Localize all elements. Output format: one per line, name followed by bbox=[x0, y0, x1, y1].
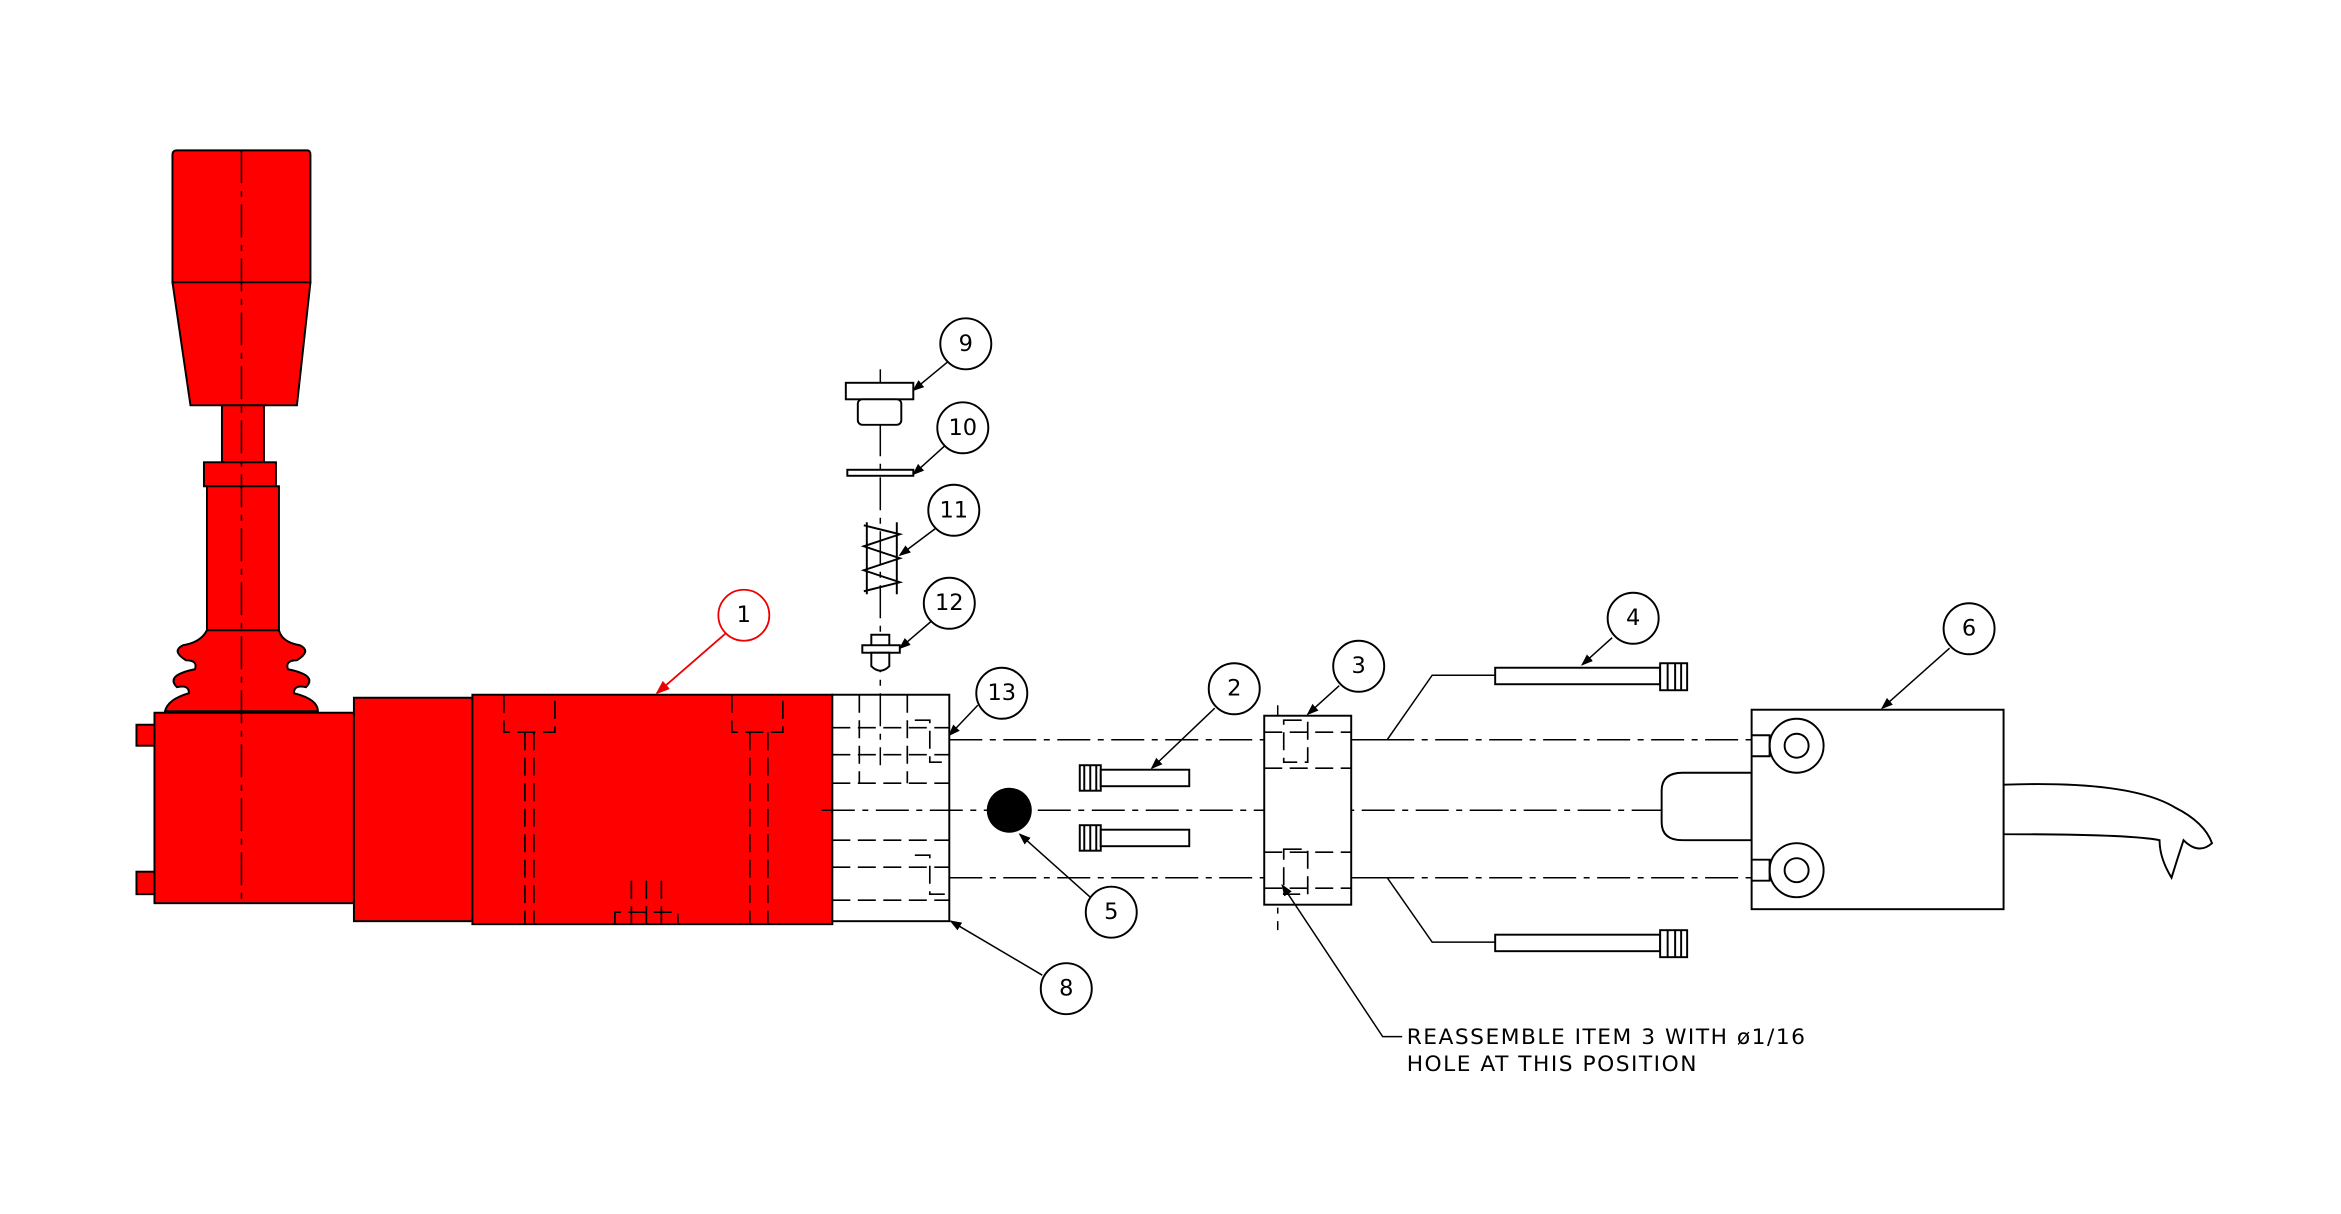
balloon-1: 1 bbox=[717, 588, 771, 642]
balloon-label: 2 bbox=[1227, 676, 1241, 702]
balloon-label: 4 bbox=[1626, 605, 1640, 631]
item-6-switch bbox=[1660, 708, 2214, 911]
item-9-nut bbox=[844, 381, 915, 426]
balloon-label: 8 bbox=[1059, 976, 1073, 1002]
item-11-spring bbox=[860, 522, 904, 595]
balloon-2: 2 bbox=[1207, 662, 1261, 716]
balloon-label: 6 bbox=[1962, 616, 1976, 642]
balloon-label: 10 bbox=[948, 415, 977, 441]
balloon-label: 12 bbox=[935, 590, 964, 616]
balloon-11: 11 bbox=[927, 483, 981, 537]
balloon-label: 1 bbox=[737, 602, 751, 628]
item-12-pin bbox=[861, 633, 901, 672]
balloon-10: 10 bbox=[936, 401, 990, 455]
balloon-label: 3 bbox=[1352, 653, 1366, 679]
note-line-2: HOLE AT THIS POSITION bbox=[1407, 1052, 1698, 1077]
leader-lines bbox=[655, 361, 1951, 1038]
item-10-washer bbox=[846, 468, 915, 477]
balloon-6: 6 bbox=[1942, 602, 1996, 656]
balloon-13: 13 bbox=[975, 666, 1029, 720]
balloon-4: 4 bbox=[1606, 591, 1660, 645]
item-2-screws bbox=[1078, 764, 1191, 852]
balloon-label: 11 bbox=[939, 497, 968, 523]
item-1-joystick-assembly bbox=[135, 149, 834, 926]
item-8-block bbox=[831, 693, 951, 923]
item-4-screws bbox=[1351, 662, 1689, 959]
balloon-label: 9 bbox=[959, 331, 973, 357]
balloon-label: 13 bbox=[987, 680, 1016, 706]
balloon-8: 8 bbox=[1039, 962, 1093, 1016]
balloon-5: 5 bbox=[1084, 885, 1138, 939]
balloon-label: 5 bbox=[1104, 899, 1118, 925]
item-5-ball bbox=[986, 787, 1032, 833]
balloon-3: 3 bbox=[1332, 639, 1386, 693]
balloon-9: 9 bbox=[939, 317, 993, 371]
item-3-ring bbox=[1263, 714, 1353, 906]
balloon-12: 12 bbox=[922, 576, 976, 630]
note-line-1: REASSEMBLE ITEM 3 WITH ø1/16 bbox=[1407, 1025, 1807, 1050]
